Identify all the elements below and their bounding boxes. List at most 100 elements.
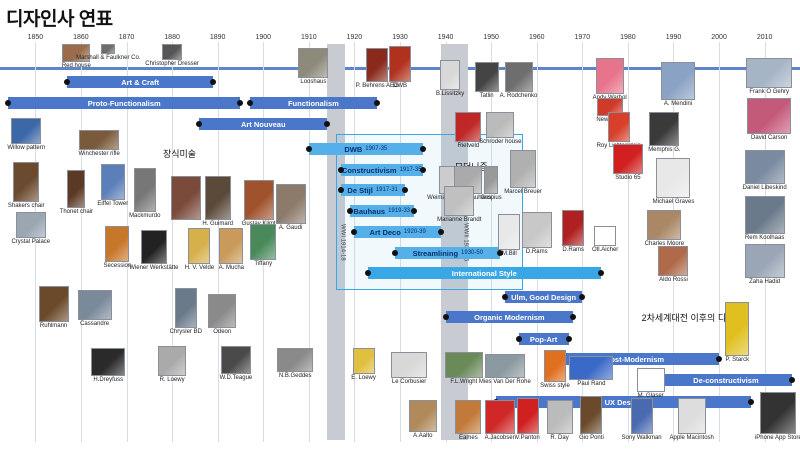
artwork-label: Gropius xyxy=(480,195,502,201)
band-dot xyxy=(351,229,358,235)
movement-years: 1907-35 xyxy=(365,146,388,152)
artwork-thumbnail xyxy=(744,244,785,278)
artwork-label: A.Aalto xyxy=(413,433,433,439)
artwork-label: David Carson xyxy=(751,135,788,141)
artwork-thumbnail xyxy=(647,210,682,240)
year-label: 1980 xyxy=(620,34,636,41)
artwork-thumbnail xyxy=(389,46,411,82)
artwork-label: D.Rams xyxy=(562,247,585,253)
band-dot xyxy=(210,79,217,85)
year-gridline xyxy=(491,42,493,442)
artwork-thumbnail xyxy=(516,398,539,434)
year-label: 1940 xyxy=(437,34,454,41)
artwork-label: Schroder house xyxy=(479,139,522,145)
band-dot xyxy=(365,270,372,276)
artwork-thumbnail xyxy=(219,228,244,264)
artwork-label: Daniel Libeskind xyxy=(742,185,787,191)
artwork-label: Marianne Brandt xyxy=(437,217,482,223)
movement-label: Art & Craft xyxy=(121,77,160,87)
artwork-thumbnail xyxy=(595,58,624,94)
year-gridline xyxy=(172,42,174,442)
artwork-label: Mies Van Der Rohe xyxy=(478,379,531,385)
artwork-label: Secession xyxy=(103,263,132,269)
movement-label: Art Nouveau xyxy=(240,119,286,129)
movement-label: De Stijl xyxy=(347,185,373,195)
movement-band: Functionalism xyxy=(249,97,378,109)
artwork-label: Sony Walkman xyxy=(621,435,662,441)
band-dot xyxy=(392,250,399,256)
year-label: 1950 xyxy=(483,34,499,41)
artwork-thumbnail xyxy=(101,44,116,54)
artwork-thumbnail xyxy=(204,176,231,220)
artwork-label: Michael Graves xyxy=(652,199,695,205)
band-dot xyxy=(565,336,572,342)
artwork-thumbnail xyxy=(658,246,689,276)
artwork-thumbnail xyxy=(455,400,482,434)
artwork-label: Looshaus xyxy=(300,79,327,85)
artwork-thumbnail xyxy=(174,288,197,328)
artwork-label: M.Bill xyxy=(502,251,517,257)
movement-label: Ulm, Good Design xyxy=(511,292,577,302)
artwork-thumbnail xyxy=(277,348,314,372)
artwork-thumbnail xyxy=(140,230,167,264)
artwork-thumbnail xyxy=(243,180,274,220)
movement-band: De-constructivism xyxy=(659,374,792,386)
artwork-label: Apple Macintosh xyxy=(669,435,714,441)
artwork-thumbnail xyxy=(391,352,428,378)
artwork-label: Tiffany xyxy=(254,261,273,267)
band-dot xyxy=(579,294,586,300)
artwork-thumbnail xyxy=(569,356,614,380)
year-label: 1850 xyxy=(27,34,44,41)
artwork-label: Rietveld xyxy=(457,143,480,149)
artwork-label: D.Rams xyxy=(525,249,548,255)
year-gridline xyxy=(673,42,675,442)
band-dot xyxy=(337,187,344,193)
year-gridline xyxy=(217,42,219,442)
artwork-label: H. V. Velde xyxy=(184,265,215,271)
artwork-thumbnail xyxy=(747,98,792,134)
band-dot xyxy=(438,229,445,235)
band-dot xyxy=(419,167,426,173)
artwork-label: Shakers chair xyxy=(7,203,45,209)
artwork-label: Christopher Dresser xyxy=(145,61,199,67)
artwork-thumbnail xyxy=(79,130,120,150)
artwork-label: Studio 65 xyxy=(615,175,641,181)
artwork-label: Frank O Gehry xyxy=(749,89,790,95)
artwork-thumbnail xyxy=(444,352,483,378)
year-label: 1960 xyxy=(528,34,545,41)
artwork-thumbnail xyxy=(440,60,461,90)
artwork-thumbnail xyxy=(612,144,643,174)
movement-label: Pop-Art xyxy=(529,334,558,344)
artwork-thumbnail xyxy=(352,348,375,374)
artwork-label: H. Guimard xyxy=(202,221,234,227)
page-title: 디자인사 연표 xyxy=(6,9,113,30)
artwork-thumbnail xyxy=(162,44,183,60)
artwork-label: H.Dreyfuss xyxy=(93,377,124,383)
band-dot xyxy=(246,100,253,106)
artwork-thumbnail xyxy=(250,224,277,260)
artwork-thumbnail xyxy=(408,400,437,432)
artwork-thumbnail xyxy=(594,226,617,246)
year-label: 2000 xyxy=(711,34,727,41)
artwork-label: Wiener Werkstätte xyxy=(129,265,179,271)
artwork-label: DWB xyxy=(393,83,407,89)
artwork-label: B.Lissitzky xyxy=(435,91,465,97)
artwork-thumbnail xyxy=(677,398,706,434)
artwork-label: Chrysler BD xyxy=(169,329,202,335)
artwork-thumbnail xyxy=(543,350,566,382)
movement-band: Organic Modernism xyxy=(445,311,574,323)
year-label: 1860 xyxy=(73,34,89,41)
artwork-label: Eames xyxy=(459,435,478,441)
artwork-label: iPhone App Store xyxy=(754,435,800,441)
artwork-thumbnail xyxy=(744,150,785,184)
artwork-thumbnail xyxy=(484,166,499,194)
year-label: 1880 xyxy=(164,34,180,41)
movement-label: Art Deco xyxy=(369,227,401,237)
artwork-thumbnail xyxy=(744,196,785,234)
artwork-label: Willow pattern xyxy=(7,145,46,151)
band-dot xyxy=(716,356,723,362)
year-label: 1990 xyxy=(665,34,682,41)
